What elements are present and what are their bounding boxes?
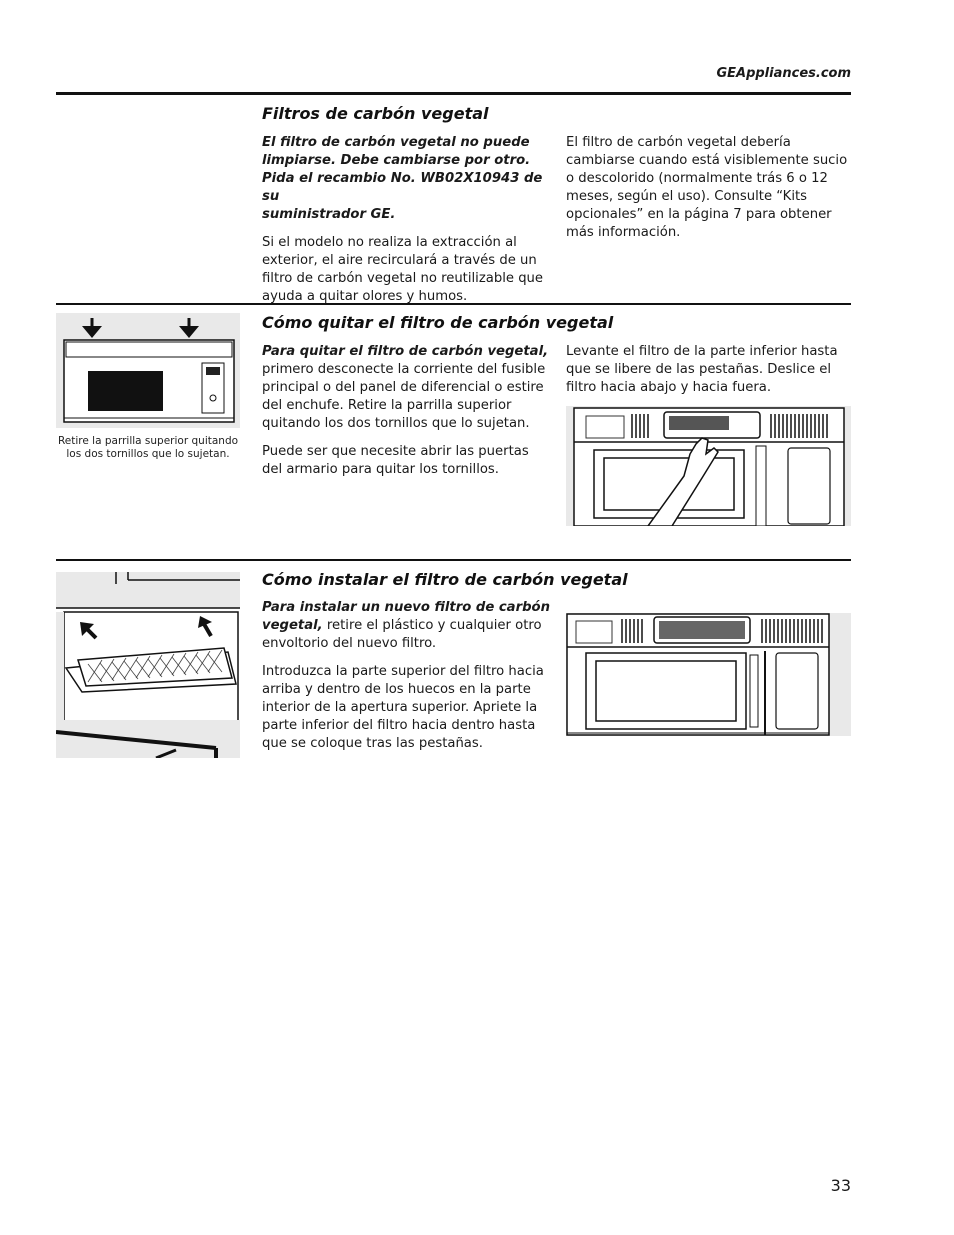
rule-section2 — [56, 303, 851, 305]
remove-instructions: Para quitar el filtro de carbón vegetal,… — [262, 343, 552, 433]
install-lead-rest: retire el plástico y cualquier otro envo… — [262, 618, 542, 651]
filter-installation-illustration — [56, 572, 240, 758]
section3-left-column: Para instalar un nuevo filtro de carbón … — [262, 599, 552, 753]
cabinet-doors-note: Puede ser que necesite abrir las puertas… — [262, 444, 529, 477]
filter-removal-illustration — [566, 406, 851, 526]
remove-lead: Para quitar el filtro de carbón vegetal, — [262, 344, 549, 359]
section-title-charcoal-filters: Filtros de carbón vegetal — [262, 104, 489, 123]
section2-right-column: Levante el filtro de la parte inferior h… — [566, 343, 852, 397]
install-lead: Para instalar un nuevo filtro de carbón … — [262, 600, 550, 633]
grille-caption: Retire la parrilla superior quitando los… — [57, 435, 239, 460]
top-rule — [56, 92, 851, 95]
notice-line-3: Pida el recambio No. WB02X10943 de su — [262, 171, 543, 204]
insert-filter-text: Introduzca la parte superior del filtro … — [262, 664, 544, 751]
remove-lead-rest: primero desconecte la corriente del fusi… — [262, 362, 546, 431]
replace-when-text: El filtro de carbón vegetal debería camb… — [566, 135, 848, 240]
recirculation-text: Si el modelo no realiza la extracción al… — [262, 235, 544, 304]
lift-filter-text: Levante el filtro de la parte inferior h… — [566, 344, 838, 395]
microwave-top-grille-illustration — [56, 313, 240, 428]
rule-section3 — [56, 559, 851, 561]
install-instructions: Para instalar un nuevo filtro de carbón … — [262, 599, 552, 653]
section-title-install-filter: Cómo instalar el filtro de carbón vegeta… — [262, 570, 628, 589]
site-url: GEAppliances.com — [716, 66, 851, 81]
section1-left-column: El filtro de carbón vegetal no puede lim… — [262, 134, 552, 306]
section-title-remove-filter: Cómo quitar el filtro de carbón vegetal — [262, 313, 614, 332]
section2-left-column: Para quitar el filtro de carbón vegetal,… — [262, 343, 552, 479]
microwave-with-filter-illustration — [566, 613, 851, 736]
notice-line-4: suministrador GE. — [262, 207, 396, 222]
notice-line-1: El filtro de carbón vegetal no puede — [262, 135, 530, 150]
notice-line-2: limpiarse. Debe cambiarse por otro. — [262, 153, 531, 168]
replacement-notice: El filtro de carbón vegetal no puede lim… — [262, 134, 552, 224]
section1-right-column: El filtro de carbón vegetal debería camb… — [566, 134, 852, 242]
page-number: 33 — [830, 1176, 851, 1195]
